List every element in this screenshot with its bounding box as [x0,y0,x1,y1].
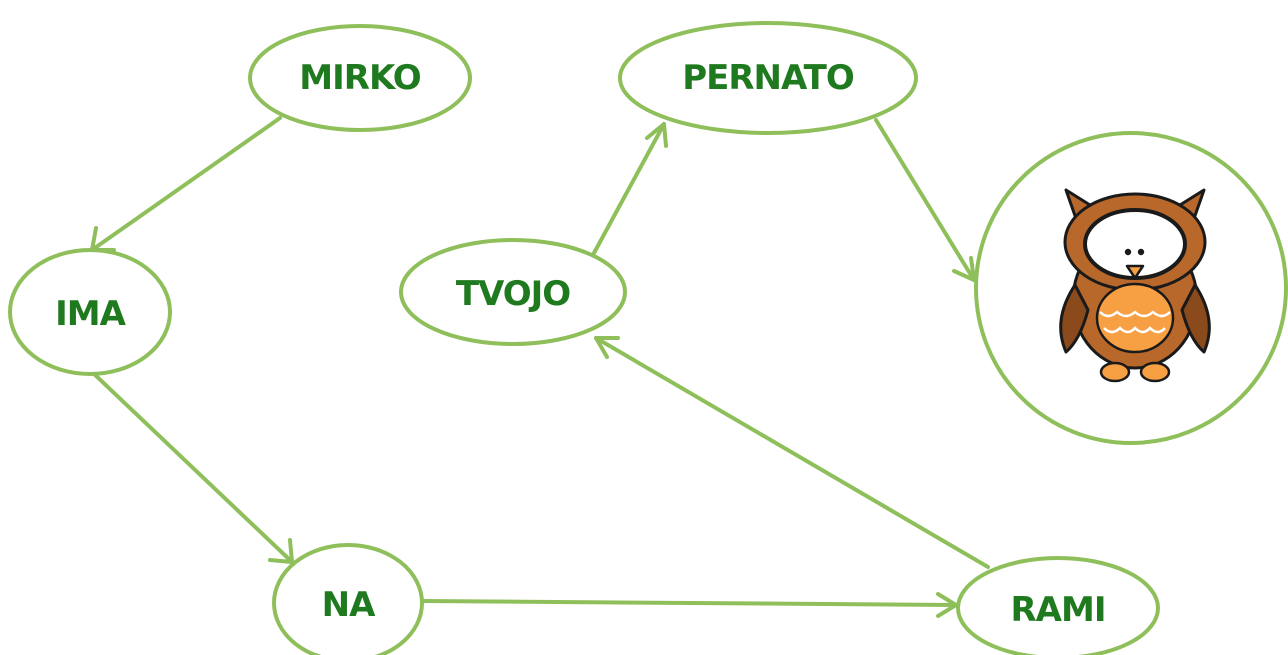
edge-tvojo-pernato [592,122,668,255]
edges [90,116,990,618]
node-owl-image [974,131,1288,445]
edge-na-rami [420,592,958,618]
node-na: NA [272,543,424,655]
node-tvojo: TVOJO [399,238,627,346]
node-label-tvojo: TVOJO [456,274,570,314]
node-mirko: MIRKO [248,24,472,132]
edge-mirko-ima [90,116,282,252]
node-ima: IMA [8,248,172,376]
node-label-ima: IMA [55,294,126,334]
owl-icon [1059,188,1211,383]
node-label-rami: RAMI [1011,590,1106,630]
edge-pernato-owl [874,118,976,282]
edge-ima-na [90,370,294,564]
node-label-mirko: MIRKO [299,58,420,98]
node-label-na: NA [322,585,376,625]
node-pernato: PERNATO [618,21,918,135]
edge-rami-tvojo [594,336,990,569]
node-rami: RAMI [956,556,1160,655]
node-label-pernato: PERNATO [682,58,854,98]
